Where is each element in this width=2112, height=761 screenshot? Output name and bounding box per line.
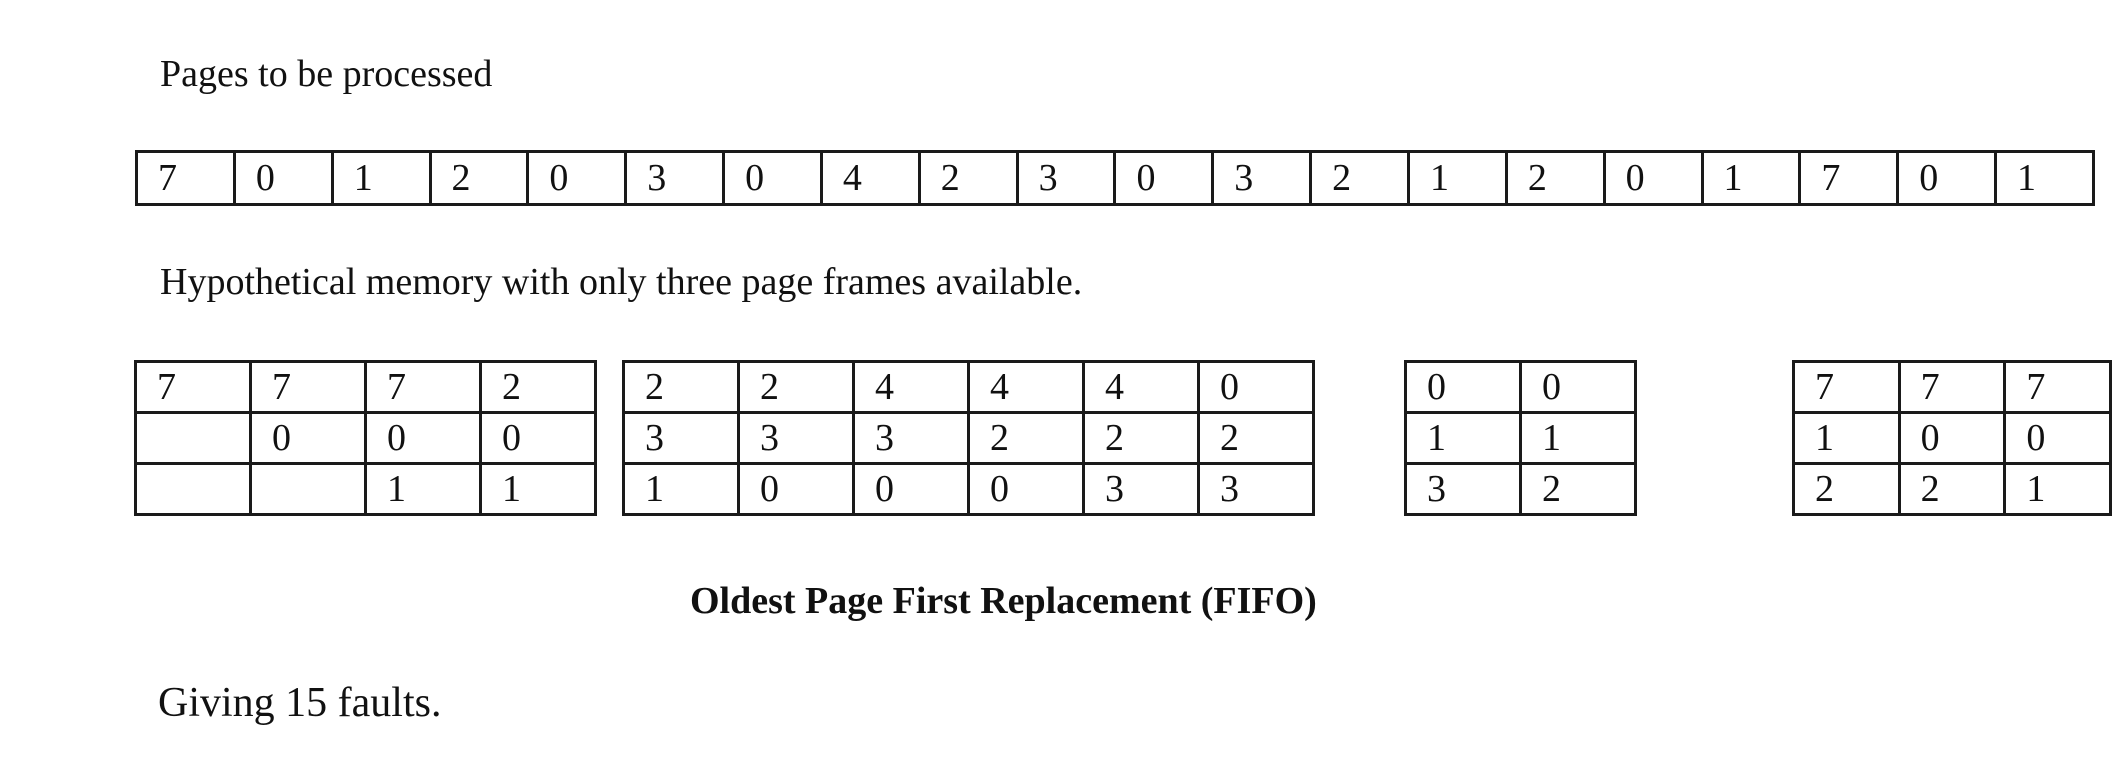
frame-cell: 0 <box>1197 360 1315 414</box>
reference-page-cell: 7 <box>1801 153 1900 203</box>
frame-cell: 2 <box>737 360 855 414</box>
reference-page-cell: 2 <box>432 153 530 203</box>
reference-page-cell: 7 <box>138 153 236 203</box>
frame-cell: 1 <box>1404 411 1522 465</box>
frame-cell: 2 <box>967 411 1085 465</box>
reference-page-cell: 1 <box>2017 157 2037 199</box>
frame-cell: 3 <box>622 411 740 465</box>
reference-page-cell: 3 <box>1019 153 1117 203</box>
frame-cell: 2 <box>1519 462 1637 516</box>
frame-cell: 3 <box>737 411 855 465</box>
frame-cell: 2 <box>1197 411 1315 465</box>
reference-page-cell: 0 <box>529 153 628 203</box>
frame-cell: 1 <box>1792 411 1901 465</box>
frame-cell: 7 <box>134 360 252 414</box>
frame-cell: 0 <box>364 411 482 465</box>
reference-page-cell: 2 <box>921 153 1019 203</box>
frame-cell: 2 <box>1792 462 1901 516</box>
frame-cell: 0 <box>2003 411 2112 465</box>
reference-page-cell: 4 <box>823 153 921 203</box>
reference-page-cell: 0 <box>1116 153 1215 203</box>
diagram-caption: Oldest Page First Replacement (FIFO) <box>690 580 1317 622</box>
frame-cell: 7 <box>249 360 367 414</box>
reference-page-cell: 0 <box>236 153 334 203</box>
frame-cell: 4 <box>852 360 970 414</box>
reference-page-cell: 3 <box>627 153 726 203</box>
frame-cell: 7 <box>2003 360 2112 414</box>
reference-page-cell: 0 <box>1899 153 1998 203</box>
frame-cell: 7 <box>1897 360 2007 414</box>
frame-cell: 0 <box>852 462 970 516</box>
reference-page-cell: 1 <box>1410 153 1508 203</box>
frame-cell: 1 <box>2003 462 2112 516</box>
reference-page-cell: 1 <box>1704 153 1802 203</box>
frame-cell: 1 <box>364 462 482 516</box>
frame-cell: 0 <box>1404 360 1522 414</box>
frame-cell: 2 <box>1082 411 1200 465</box>
frame-cell: 3 <box>1404 462 1522 516</box>
frame-cell: 1 <box>479 462 597 516</box>
frame-cell: 0 <box>249 411 367 465</box>
frame-cell: 4 <box>967 360 1085 414</box>
reference-page-cell: 1 <box>334 153 432 203</box>
frame-cell: 3 <box>1082 462 1200 516</box>
frame-cell: 0 <box>1519 360 1637 414</box>
reference-page-cell: 3 <box>1214 153 1313 203</box>
frame-cell: 0 <box>967 462 1085 516</box>
reference-page-cell: 0 <box>725 153 823 203</box>
frame-cell: 2 <box>1897 462 2007 516</box>
reference-page-cell: 2 <box>1312 153 1410 203</box>
frame-cell: 0 <box>1897 411 2007 465</box>
frame-cell: 4 <box>1082 360 1200 414</box>
frame-cell: 3 <box>852 411 970 465</box>
frame-cell: 0 <box>479 411 597 465</box>
frame-cell: 1 <box>622 462 740 516</box>
frame-cell <box>134 462 252 516</box>
frame-cell: 2 <box>622 360 740 414</box>
frame-cell <box>134 411 252 465</box>
frame-cell: 0 <box>737 462 855 516</box>
frame-cell <box>249 462 367 516</box>
frame-cell: 1 <box>1519 411 1637 465</box>
frame-cell: 2 <box>479 360 597 414</box>
pages-to-process-label: Pages to be processed <box>160 53 493 95</box>
fault-count-result: Giving 15 faults. <box>158 680 442 726</box>
reference-page-cell: 0 <box>1606 153 1704 203</box>
reference-page-cell: 2 <box>1508 153 1606 203</box>
frame-cell: 7 <box>1792 360 1901 414</box>
frame-cell: 7 <box>364 360 482 414</box>
memory-description-label: Hypothetical memory with only three page… <box>160 261 1083 303</box>
frame-cell: 3 <box>1197 462 1315 516</box>
